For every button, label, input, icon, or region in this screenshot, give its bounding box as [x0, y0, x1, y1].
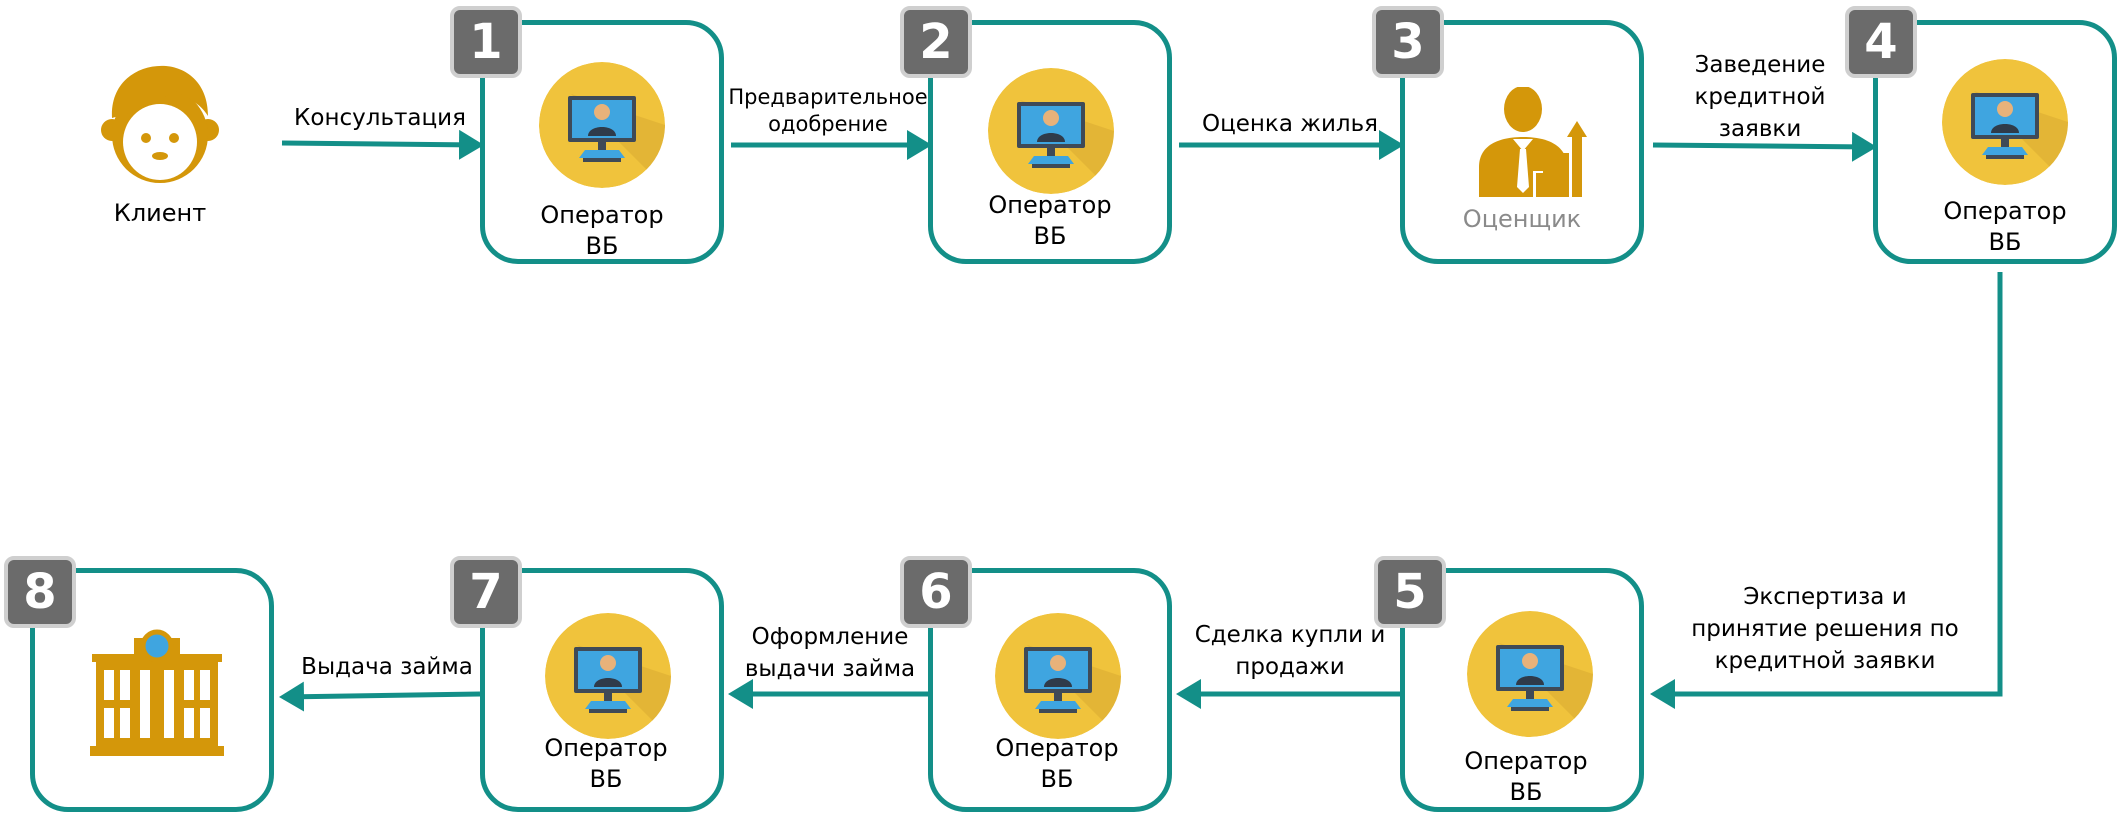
operator-icon [1942, 59, 2068, 185]
step-7-box [480, 568, 724, 812]
step-3-badge: 3 [1372, 6, 1444, 78]
step-7-role-line1: Оператор [544, 734, 668, 762]
arrow-application [1652, 131, 1877, 162]
step-7-role-line2: ВБ [589, 765, 623, 793]
arrow-consultation [281, 129, 484, 160]
step-5-role-line2: ВБ [1509, 778, 1543, 806]
step-number: 8 [23, 564, 57, 620]
step-1-role-line1: Оператор [540, 201, 664, 229]
client-icon [101, 65, 219, 183]
label-expertise-line2: принятие решения по [1691, 616, 1959, 642]
label-issuance-prep-line2: выдачи займа [744, 656, 916, 682]
step-number: 6 [919, 564, 953, 620]
label-issuance: Выдача займа [301, 654, 473, 680]
label-consultation: Консультация [294, 105, 466, 131]
bank-building-icon [90, 629, 224, 756]
step-3-role: Оценщик [1462, 205, 1582, 233]
label-issuance-prep-line1: Оформление [751, 624, 909, 650]
step-number: 2 [919, 14, 953, 70]
step-7-badge: 7 [450, 556, 522, 628]
step-2-badge: 2 [900, 6, 972, 78]
step-1-badge: 1 [450, 6, 522, 78]
step-5-badge: 5 [1374, 556, 1446, 628]
step-4-role-line1: Оператор [1943, 197, 2067, 225]
operator-icon [545, 613, 671, 739]
step-2-role-line2: ВБ [1033, 222, 1067, 250]
step-6-role-line1: Оператор [995, 734, 1119, 762]
step-6-role-line2: ВБ [1040, 765, 1074, 793]
operator-icon [988, 68, 1114, 194]
label-deal-line2: продажи [1235, 654, 1345, 680]
label-expertise-line3: кредитной заявки [1714, 648, 1936, 674]
step-6-badge: 6 [900, 556, 972, 628]
arrow-issuance [279, 681, 481, 712]
label-expertise-line1: Экспертиза и [1743, 584, 1907, 610]
step-4-badge: 4 [1845, 6, 1917, 78]
label-application-line2: кредитной [1694, 84, 1826, 110]
operator-icon [539, 62, 665, 188]
step-4-role-line2: ВБ [1988, 228, 2022, 256]
step-8-box [30, 568, 274, 812]
label-preapproval-line1: Предварительное [728, 85, 928, 109]
label-application-line3: заявки [1718, 116, 1802, 142]
label-deal-line1: Сделка купли и [1194, 622, 1386, 648]
label-preapproval-line2: одобрение [768, 112, 888, 136]
step-number: 3 [1391, 14, 1425, 70]
label-application-line1: Заведение [1694, 52, 1826, 78]
arrow-expertise [1649, 272, 2003, 709]
step-number: 4 [1864, 14, 1898, 70]
step-number: 5 [1393, 564, 1427, 620]
client-label: Клиент [113, 199, 207, 227]
step-2-role-line1: Оператор [988, 191, 1112, 219]
step-8-badge: 8 [4, 556, 76, 628]
step-5-role-line1: Оператор [1464, 747, 1588, 775]
step-number: 1 [469, 14, 503, 70]
operator-icon [1467, 611, 1593, 737]
step-4-box [1873, 20, 2117, 264]
step-number: 7 [469, 564, 503, 620]
step-1-role-line2: ВБ [585, 232, 619, 260]
operator-icon [995, 613, 1121, 739]
label-appraisal: Оценка жилья [1201, 111, 1378, 137]
appraiser-icon [1479, 87, 1587, 197]
